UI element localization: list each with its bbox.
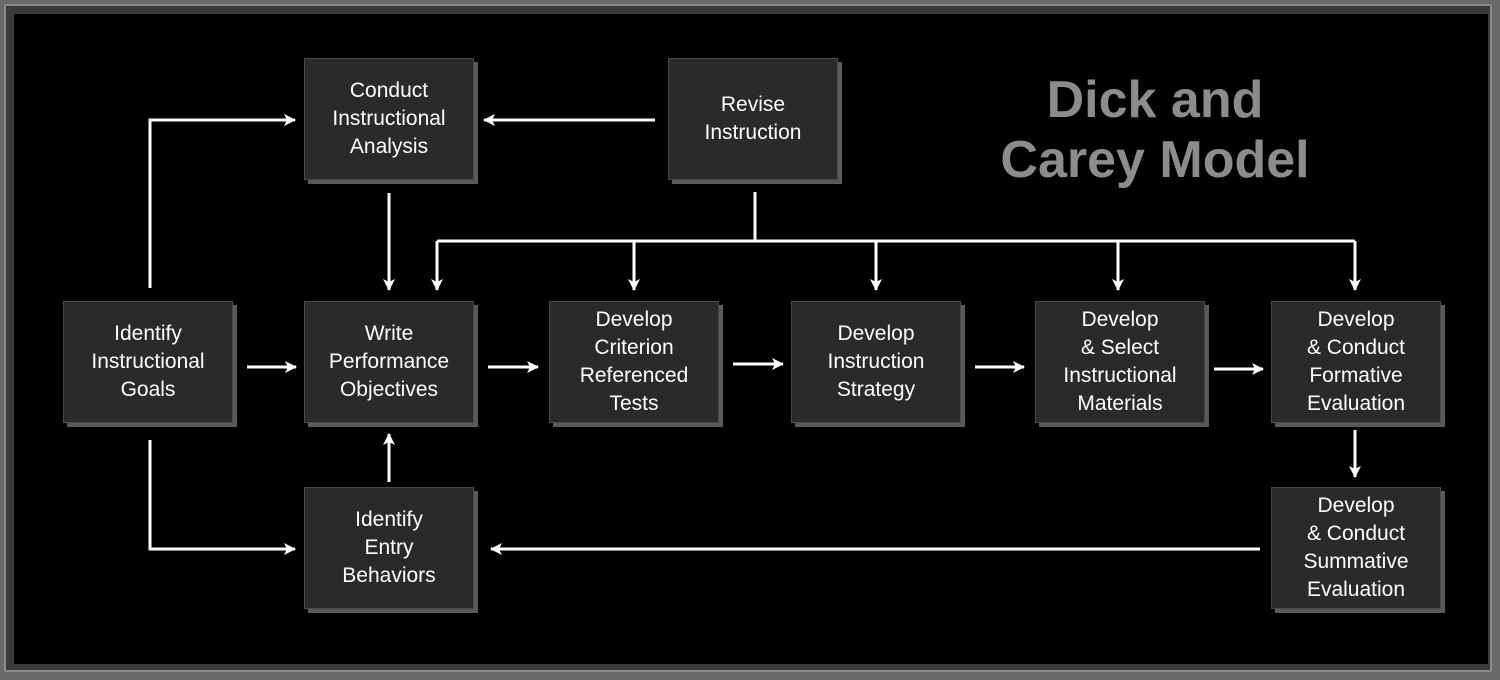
diagram-title: Dick and Carey Model [1000, 71, 1310, 189]
box-identify-entry-behaviors: Identify Entry Behaviors [304, 487, 474, 609]
arrow-goals-to-entry [148, 440, 296, 555]
box-develop-instruction-strategy: Develop Instruction Strategy [791, 301, 961, 423]
box-develop-select-instructional-materials: Develop & Select Instructional Materials [1035, 301, 1205, 423]
box-develop-conduct-summative-evaluation: Develop & Conduct Summative Evaluation [1271, 487, 1441, 609]
box-develop-conduct-formative-evaluation: Develop & Conduct Formative Evaluation [1271, 301, 1441, 423]
box-conduct-instructional-analysis: Conduct Instructional Analysis [304, 58, 474, 180]
box-revise-instruction: Revise Instruction [668, 58, 838, 180]
box-develop-criterion-referenced-tests: Develop Criterion Referenced Tests [549, 301, 719, 423]
arrow-goals-to-analysis [148, 114, 296, 288]
box-write-performance-objectives: Write Performance Objectives [304, 301, 474, 423]
box-identify-instructional-goals: Identify Instructional Goals [63, 301, 233, 423]
